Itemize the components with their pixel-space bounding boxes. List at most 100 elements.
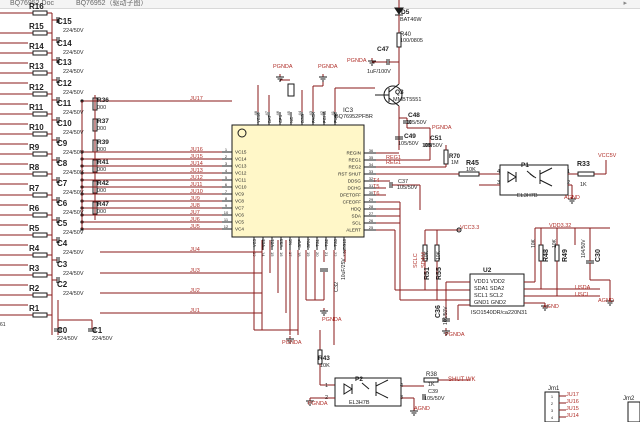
resistor-label: R4: [29, 244, 40, 253]
cap-value: 104/50V: [581, 239, 587, 258]
cap-value: 224/50V: [63, 291, 84, 297]
resistor-value: 000: [97, 188, 107, 194]
diode-part: BAT46W: [400, 17, 422, 23]
gnd-label: AGND: [543, 304, 559, 310]
p1-body: [499, 164, 569, 196]
ic3-pin-num: 42: [319, 110, 324, 115]
cap-value: 224/50V: [57, 336, 78, 342]
net-label: JU15: [190, 154, 203, 160]
doc-tab-sub[interactable]: BQ76952（驱动子图）: [75, 0, 148, 7]
resistor-body: [287, 83, 295, 97]
net-label: JU11: [190, 182, 203, 188]
resistor-label: R47: [97, 201, 109, 208]
scroll-arrow-icon[interactable]: ▸: [623, 0, 627, 7]
p2-arrow: [361, 382, 370, 390]
ic3-pin-num: 14: [261, 252, 266, 257]
ic3-pin-num: 9: [225, 203, 228, 208]
transistor-label: Q3: [395, 89, 404, 96]
q3-collector: [388, 83, 400, 93]
ic3-pin-num: 26: [369, 218, 374, 223]
ic3-pin-num: 18: [297, 252, 302, 257]
left-resistor-body: [32, 192, 48, 198]
ic3-pin-name: REGIN: [346, 151, 361, 156]
ic3-pin-num: 32: [369, 176, 374, 181]
ic3-pin-name: CFEOFF: [343, 200, 362, 205]
power-label: VCC3.3: [460, 225, 480, 231]
ic3-pin-name: VC13: [235, 164, 247, 169]
ic3-pin-num: 27: [369, 211, 374, 216]
u2-body: [469, 273, 525, 307]
resistor-label: R8: [29, 163, 40, 172]
cap-label: C48: [408, 112, 420, 119]
ic3-pin-num: 28: [369, 204, 374, 209]
opto-part: EL3H7B: [349, 400, 370, 406]
resistor-label: R36: [97, 97, 109, 104]
net-label: SCLC: [413, 253, 419, 268]
p1-transistor: [539, 167, 553, 175]
left-resistor-body: [32, 312, 48, 318]
pin-num: 1: [325, 383, 329, 389]
cap-label: C30: [595, 249, 602, 262]
ic3-pin-name: VC15: [235, 150, 247, 155]
cap-value: 224/50V: [63, 271, 84, 277]
ic3-body: [231, 124, 365, 238]
ic3-pin-name: VC8: [235, 199, 244, 204]
r33-body: [577, 171, 595, 177]
ic3-pin-num: 12: [224, 224, 229, 229]
ic3-pin-num: 3: [225, 161, 228, 166]
cap-value: 224/50V: [63, 230, 84, 236]
cap-label: C4: [57, 239, 68, 248]
net-label: JU10: [190, 189, 203, 195]
resistor-label: R15: [29, 22, 44, 31]
left-resistor-body: [32, 30, 48, 36]
gnd-label: PGNDA: [445, 332, 465, 338]
ic3-pin-name: VC3: [252, 238, 257, 247]
ic3-pin-num: 11: [224, 217, 229, 222]
power-label: VDD3.32: [549, 223, 572, 229]
ic3-pin-num: 48: [253, 110, 258, 115]
pin-num: 3: [497, 180, 501, 186]
resistor-label: R12: [29, 83, 44, 92]
ic3-pin-num: 7: [225, 189, 228, 194]
ic3-pin-num: 6: [225, 182, 228, 187]
cap-value: 224/50V: [63, 130, 84, 136]
resistor-value: 100/0805: [400, 38, 423, 44]
doc-tab-main[interactable]: BQ76952.Doc: [10, 0, 54, 7]
ic3-pin-name: VC14: [235, 157, 247, 162]
p2-body: [334, 377, 402, 407]
ic3-pin-num: 25: [369, 225, 374, 230]
pin-num: 3: [400, 395, 404, 401]
cap-label: C7: [57, 179, 68, 188]
gnd-label: PGNDA: [322, 317, 342, 323]
resistor-label: R40: [400, 32, 412, 38]
gnd-label: PGNDA: [308, 401, 328, 407]
pin-num: 2: [567, 180, 571, 186]
cap-value: 1uF/100V: [367, 69, 391, 75]
transistor-part: MMBT5551: [393, 97, 422, 103]
resistor-label: R5: [29, 224, 40, 233]
jm2-body: [627, 401, 640, 422]
resistor-value: 000: [97, 126, 107, 132]
resistor-label: R7: [29, 184, 40, 193]
ic3-pin-name: NC: [288, 239, 293, 245]
net-label: JU9: [190, 196, 200, 202]
ic3-pin-num: 34: [369, 162, 374, 167]
pin-num: 4: [497, 169, 501, 175]
jm1-pin-num: 4: [551, 415, 554, 420]
ic3-pin-name: DFETOFF: [340, 193, 361, 198]
net-label: JU16: [190, 147, 203, 153]
resistor-label: R2: [29, 284, 40, 293]
ic-part: ISO1540DR/ca220N31: [471, 310, 528, 316]
cap-value: 105/50V: [397, 185, 418, 191]
p1-led: [507, 171, 517, 183]
resistor-label: R39: [97, 139, 109, 146]
resistor-value: 10K: [320, 363, 330, 369]
cap-value: 224/50V: [63, 170, 84, 176]
cap-label: C14: [57, 39, 72, 48]
cap-value: 105/50V: [406, 120, 427, 126]
ic3-pin-name: VC9: [235, 192, 244, 197]
net-label: JU12: [190, 175, 203, 181]
u2-row: SCL1 SCL2: [474, 293, 504, 299]
net-label: JU14: [566, 413, 579, 419]
